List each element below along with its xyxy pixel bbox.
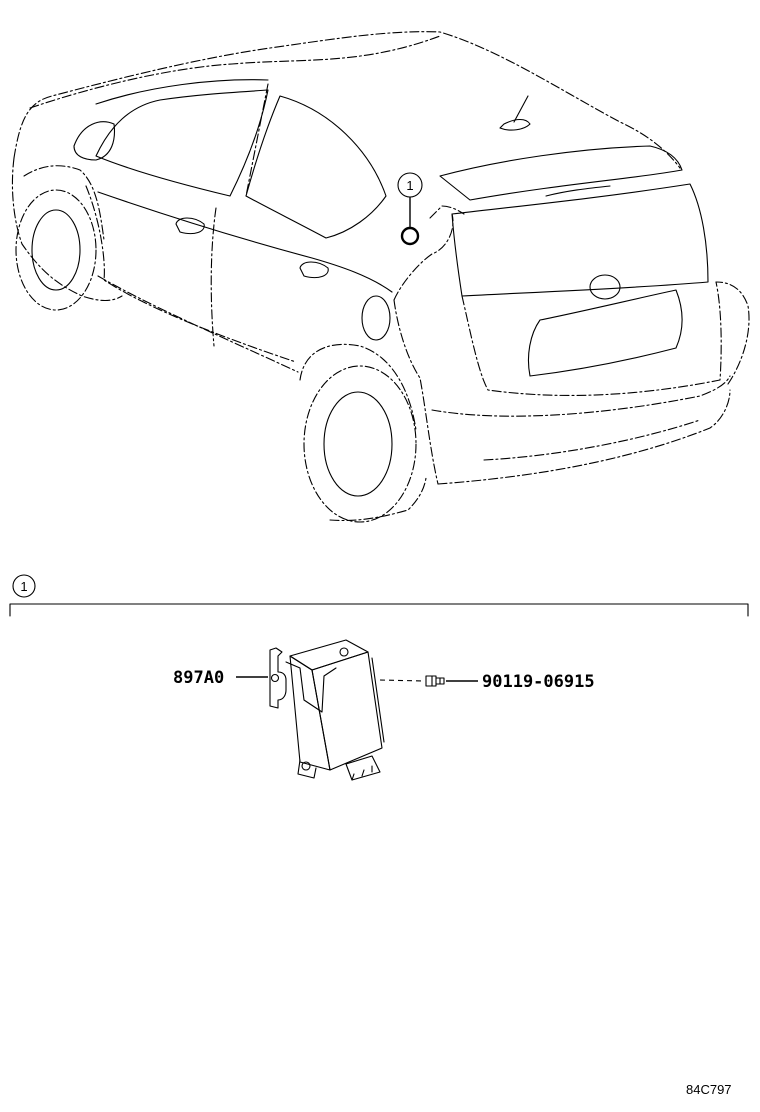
bolt-illustration bbox=[425, 675, 445, 687]
callout-marker: 1 bbox=[406, 178, 413, 193]
bolt-alignment-line bbox=[379, 679, 425, 682]
ecu-part-label[interactable]: 897A0 bbox=[173, 668, 224, 688]
vehicle-callout: 1 bbox=[397, 172, 423, 246]
diagram-code: 84C797 bbox=[686, 1082, 732, 1097]
section-marker: 1 bbox=[20, 579, 27, 594]
location-marker bbox=[400, 226, 420, 246]
vehicle-illustration bbox=[11, 31, 750, 523]
ecu-module-illustration bbox=[269, 639, 385, 781]
bolt-part-label[interactable]: 90119-06915 bbox=[482, 672, 595, 692]
section-header: 1 bbox=[9, 574, 749, 617]
